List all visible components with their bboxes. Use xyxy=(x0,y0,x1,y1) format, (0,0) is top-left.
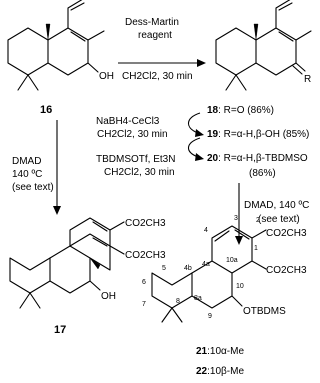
svg-text:4b: 4b xyxy=(184,265,192,272)
left-down-arrow xyxy=(53,120,61,215)
curved-arrows xyxy=(187,112,204,161)
compound-18-20-structure xyxy=(215,0,312,91)
tbdms-conditions-label: CH2Cl2, 30 min xyxy=(104,167,175,178)
svg-text:1: 1 xyxy=(254,245,258,252)
nabh4-conditions-label: CH2Cl2, 30 min xyxy=(97,129,168,140)
otbdms-label: OTBDMS xyxy=(243,306,286,317)
dmad-left-1: DMAD xyxy=(12,156,41,167)
co2ch3-17b: CO2CH3 xyxy=(125,250,166,261)
nabh4-label: NaBH4-CeCl3 xyxy=(96,116,160,127)
dess-martin-label: Dess-Martin xyxy=(125,17,179,28)
result-20: 20: R=α-H,β-TBDMSO xyxy=(207,153,308,164)
oh-label-17: OH xyxy=(101,291,116,302)
result-20-yield: (86%) xyxy=(249,168,276,179)
dmad-left-2: 140 ºC xyxy=(12,169,42,180)
compound-16-structure xyxy=(7,0,105,91)
svg-text:3: 3 xyxy=(234,215,238,222)
compound-21-label: 21:10α-Me xyxy=(196,346,244,357)
right-down-arrow xyxy=(235,183,243,245)
dmad-right-2: (see text) xyxy=(258,214,300,225)
svg-text:4a: 4a xyxy=(202,261,210,268)
svg-text:9: 9 xyxy=(208,313,212,320)
compound-22-label: 22:10β-Me xyxy=(196,366,244,377)
top-conditions-label: CH2Cl2, 30 min xyxy=(122,71,193,82)
tbdms-label: TBDMSOTf, Et3N xyxy=(96,154,175,165)
co2ch3-21a: CO2CH3 xyxy=(266,228,307,239)
compound-16-label: 16 xyxy=(40,104,52,116)
result-18: 18: R=O (86%) xyxy=(207,105,274,116)
oh-label-16: OH xyxy=(99,71,114,82)
compound-17-structure xyxy=(9,217,125,309)
svg-text:8a: 8a xyxy=(194,295,202,302)
svg-text:10a: 10a xyxy=(226,257,238,264)
dmad-left-3: (see text) xyxy=(12,182,54,193)
co2ch3-21b: CO2CH3 xyxy=(266,265,307,276)
svg-text:6: 6 xyxy=(142,279,146,286)
compound-21-22-structure xyxy=(151,225,267,323)
dmad-right-1: DMAD, 140 ºC xyxy=(244,200,309,211)
result-19: 19: R=α-H,β-OH (85%) xyxy=(207,129,309,140)
svg-text:8: 8 xyxy=(176,298,180,305)
co2ch3-17a: CO2CH3 xyxy=(125,218,166,229)
top-reaction-arrow xyxy=(118,59,206,67)
svg-text:7: 7 xyxy=(142,301,146,308)
reagent-label: reagent xyxy=(138,30,172,41)
compound-17-label: 17 xyxy=(54,324,66,336)
svg-text:2: 2 xyxy=(256,217,260,224)
svg-text:4: 4 xyxy=(204,227,208,234)
svg-text:10: 10 xyxy=(236,283,244,290)
r-label: R xyxy=(304,74,311,85)
atom-numbering: 1 2 3 4 4a 4b 5 6 7 8 8a 9 10 10a xyxy=(142,215,260,320)
svg-text:5: 5 xyxy=(162,265,166,272)
